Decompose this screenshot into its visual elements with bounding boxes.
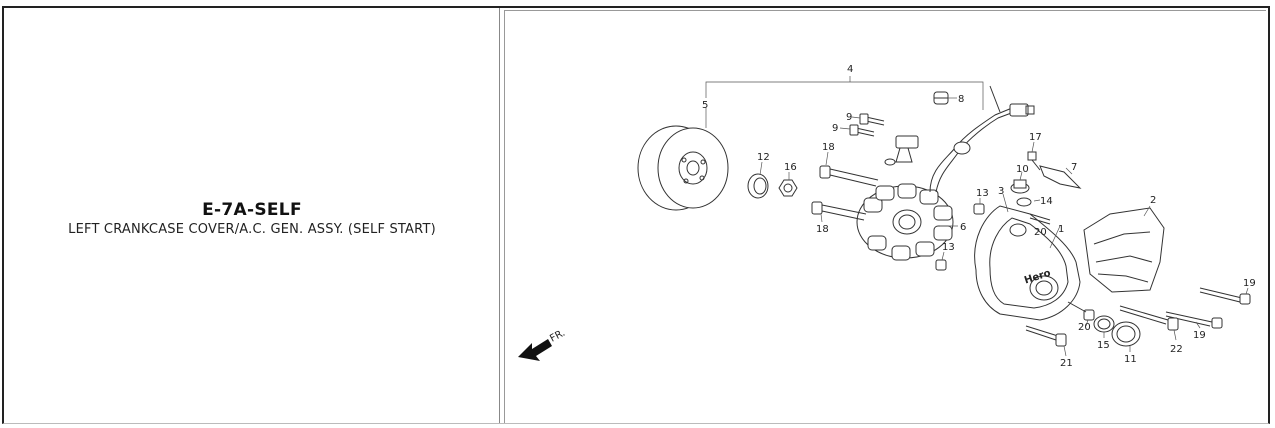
mounting-bracket — [1039, 165, 1082, 189]
dowel-pin — [1029, 213, 1051, 225]
callout-9: 9 — [846, 112, 852, 123]
callout-12: 12 — [757, 152, 770, 163]
callout-9b: 9 — [832, 123, 838, 134]
wire-grommet — [933, 91, 949, 105]
starter-cover — [1083, 207, 1165, 293]
bracket-bolt — [1027, 151, 1041, 171]
cover-bolt — [1199, 287, 1251, 305]
section-info-panel: E-7A-SELF LEFT CRANKCASE COVER/A.C. GEN.… — [4, 8, 500, 423]
callout-1: 1 — [1058, 224, 1064, 235]
callout-20: 20 — [1034, 227, 1047, 238]
callout-7: 7 — [1071, 162, 1077, 173]
rotor-nut — [778, 179, 798, 197]
cover-bolt — [1025, 325, 1067, 347]
callout-19b: 19 — [1193, 330, 1206, 341]
front-direction-label: FR. — [548, 328, 567, 345]
callout-15: 15 — [1097, 340, 1110, 351]
oil-filler-cap — [1010, 179, 1030, 194]
diagram-frame — [504, 10, 1266, 423]
callout-21: 21 — [1060, 358, 1073, 369]
catalog-sheet: E-7A-SELF LEFT CRANKCASE COVER/A.C. GEN.… — [2, 6, 1270, 424]
section-description: LEFT CRANKCASE COVER/A.C. GEN. ASSY. (SE… — [68, 222, 436, 237]
callout-18b: 18 — [816, 224, 829, 235]
callout-leader — [705, 81, 984, 110]
stator-wire — [929, 107, 1013, 193]
callout-18: 18 — [822, 142, 835, 153]
callout-3: 3 — [998, 186, 1004, 197]
callout-13: 13 — [976, 188, 989, 199]
callout-4: 4 — [847, 64, 853, 75]
rotor-washer — [747, 173, 769, 199]
stator-coil — [856, 183, 954, 261]
o-ring — [1016, 197, 1032, 207]
o-ring — [1093, 315, 1115, 333]
callout-11: 11 — [1124, 354, 1137, 365]
section-code: E-7A-SELF — [202, 200, 302, 220]
callout-5: 5 — [702, 100, 708, 111]
dowel-pin — [935, 259, 947, 271]
front-direction-arrow-icon — [518, 339, 552, 361]
callout-10: 10 — [1016, 164, 1029, 175]
stator-bolt — [811, 201, 867, 221]
flywheel-rotor — [637, 125, 729, 211]
stator-bolt — [819, 165, 879, 187]
dowel-pin — [973, 203, 985, 215]
wire-connector — [1009, 103, 1035, 117]
callout-19: 19 — [1243, 278, 1256, 289]
section-title-block: E-7A-SELF LEFT CRANKCASE COVER/A.C. GEN.… — [4, 200, 500, 237]
cover-bolt — [1119, 305, 1179, 331]
callout-2: 2 — [1150, 195, 1156, 206]
left-crankcase-cover: Hero — [974, 205, 1081, 321]
callout-14: 14 — [1040, 196, 1053, 207]
timing-plug — [1111, 321, 1141, 347]
callout-17: 17 — [1029, 132, 1042, 143]
pulser-bolt — [859, 113, 885, 126]
exploded-diagram-panel — [500, 8, 1268, 423]
callout-16: 16 — [784, 162, 797, 173]
callout-8: 8 — [958, 94, 964, 105]
callout-22: 22 — [1170, 344, 1183, 355]
callout-6: 6 — [960, 222, 966, 233]
dowel-pin — [1067, 301, 1095, 321]
pulser-coil — [884, 135, 919, 166]
callout-13b: 13 — [942, 242, 955, 253]
callout-20b: 20 — [1078, 322, 1091, 333]
pulser-bolt — [849, 124, 875, 137]
